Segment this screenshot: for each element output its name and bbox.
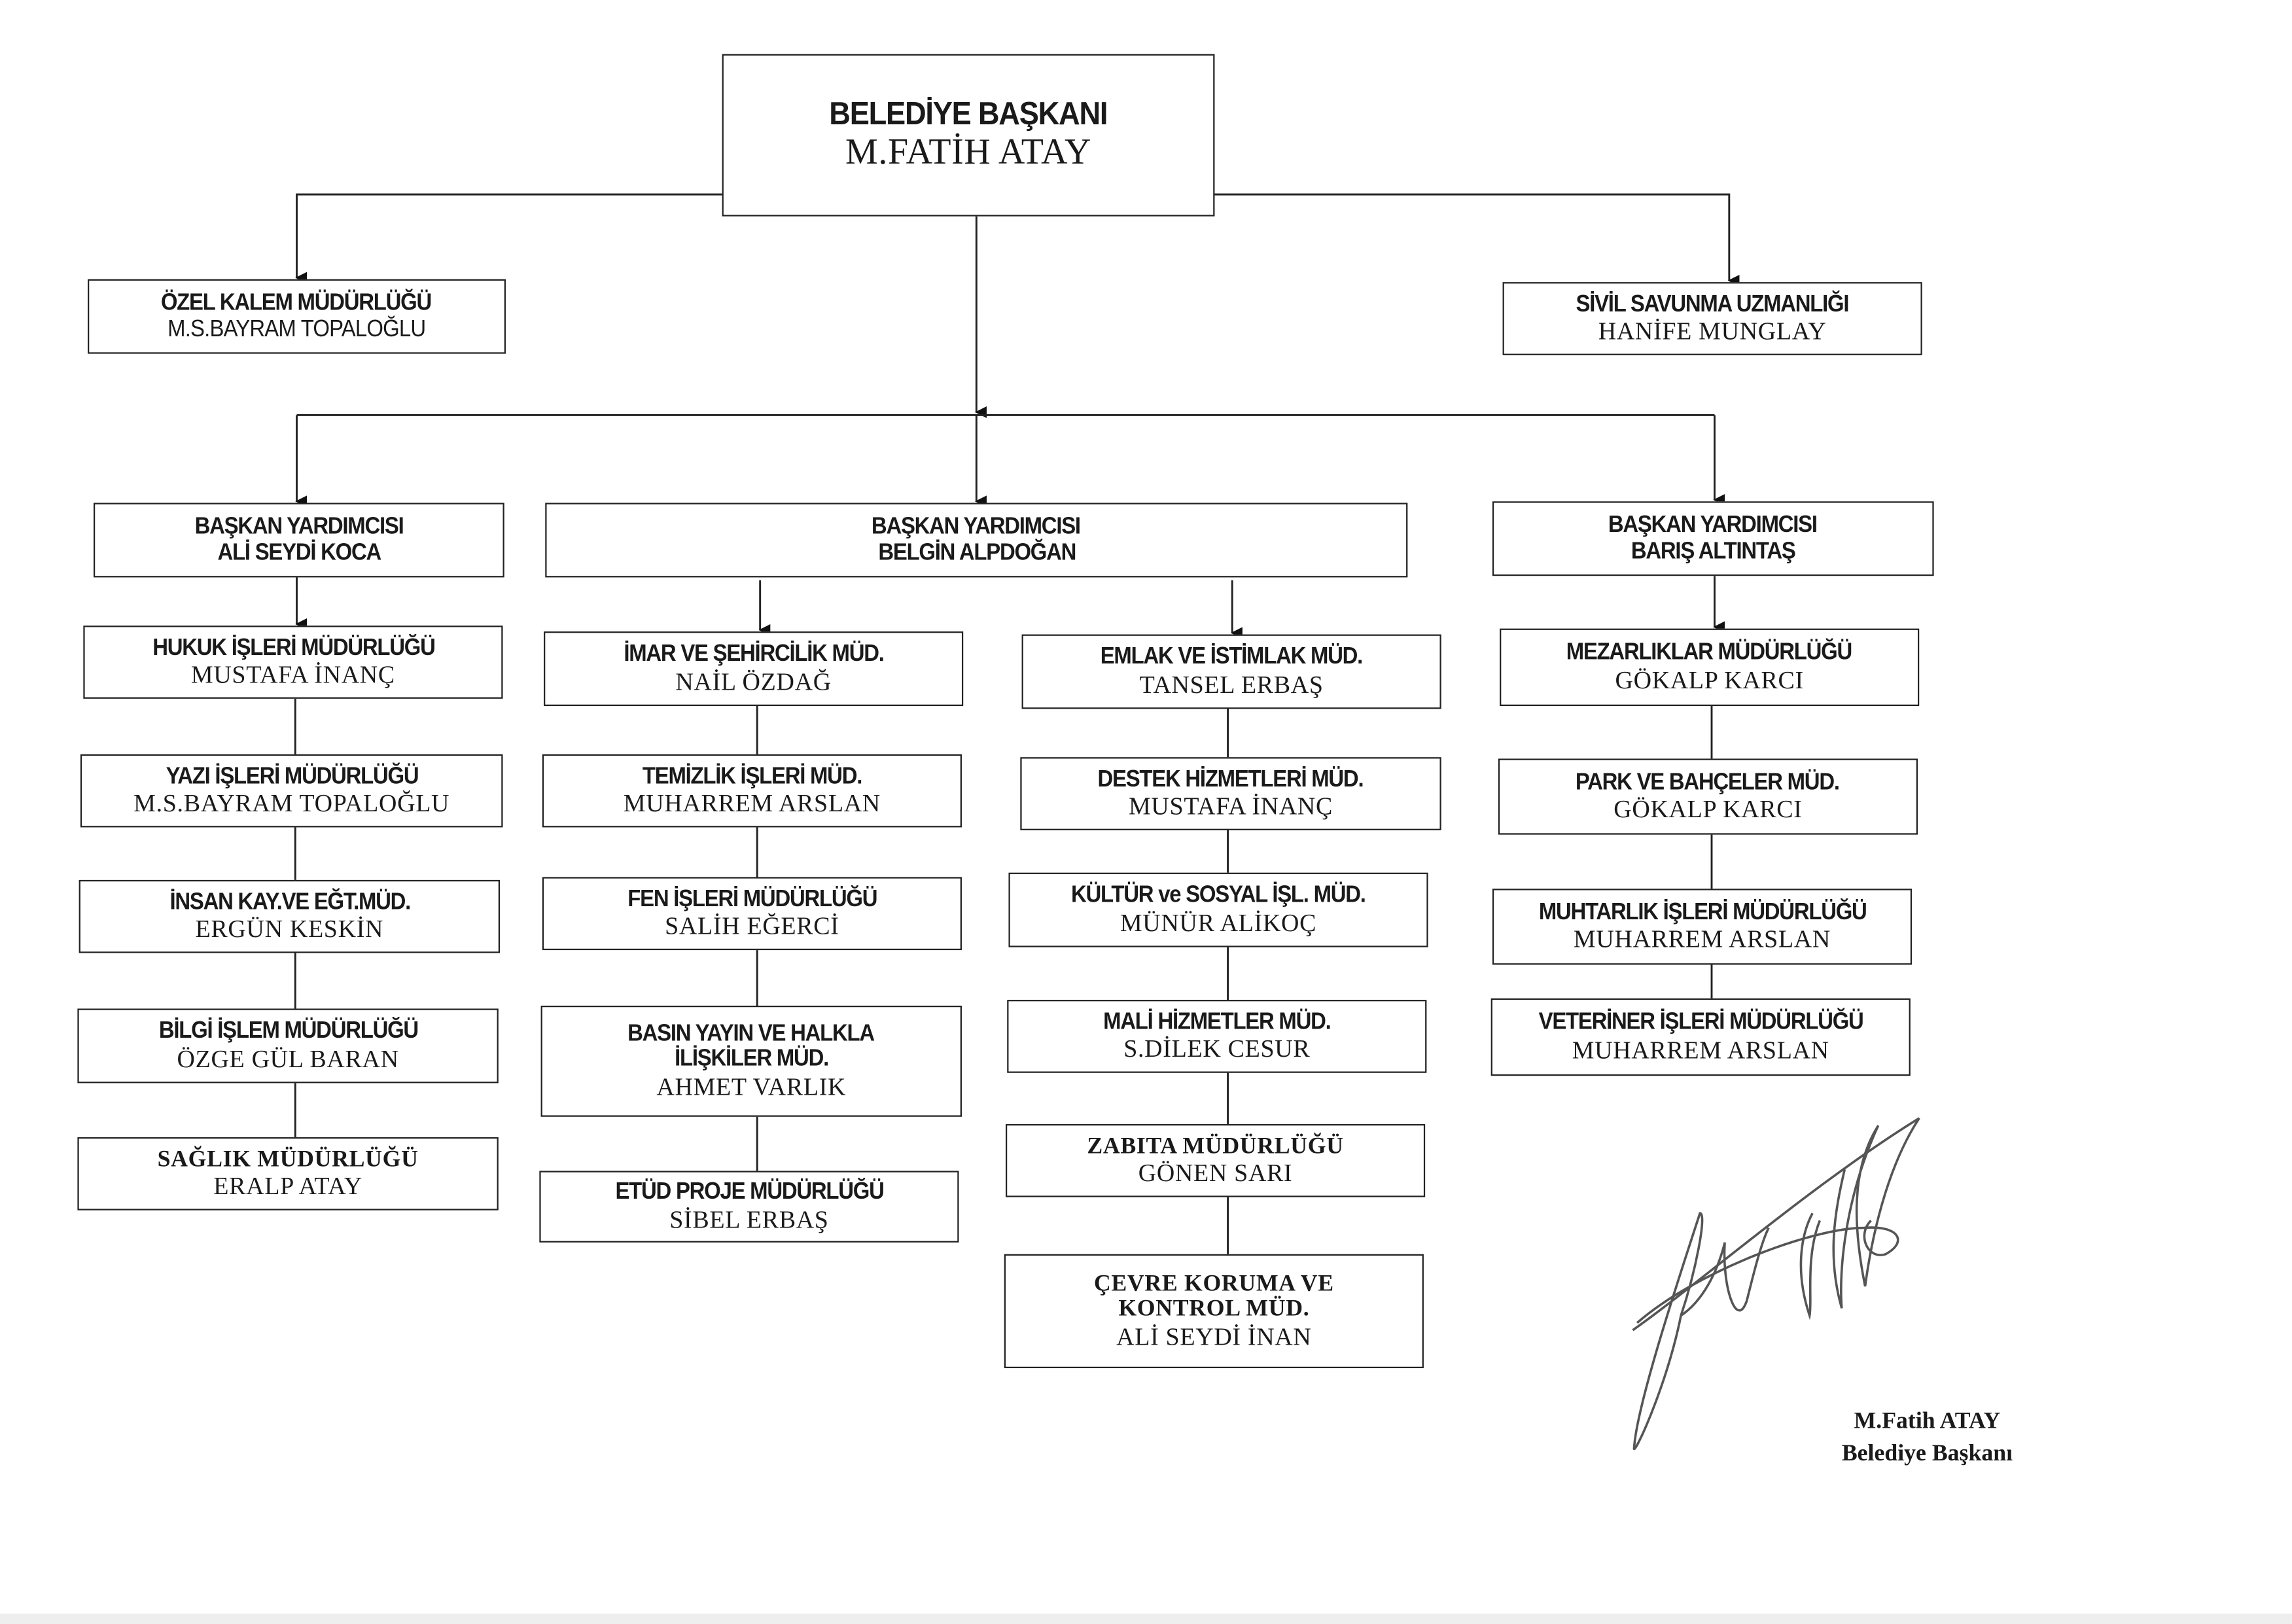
staff-unit-head-name: HANİFE MUNGLAY: [1598, 317, 1827, 346]
department-title: BİLGİ İŞLEM MÜDÜRLÜĞÜ: [158, 1019, 418, 1044]
department-head-name: MUHARREM ARSLAN: [1572, 1036, 1829, 1065]
deputy-title: BAŞKAN YARDIMCISI: [1608, 512, 1818, 538]
department-title: ÇEVRE KORUMA VE: [1093, 1271, 1334, 1296]
department-head-name: ERALP ATAY: [213, 1173, 362, 1201]
signature-block: M.Fatih ATAY Belediye Başkanı: [1842, 1406, 2013, 1469]
department-head-name: S.DİLEK CESUR: [1123, 1035, 1311, 1064]
signatory-name: M.Fatih ATAY: [1854, 1409, 2001, 1434]
department-title: KÜLTÜR ve SOSYAL İŞL. MÜD.: [1071, 883, 1366, 908]
signature: [1632, 1117, 1920, 1451]
department-title: MEZARLIKLAR MÜDÜRLÜĞÜ: [1566, 640, 1854, 665]
scan-edge: [0, 1614, 2292, 1624]
department-box: EMLAK VE İSTİMLAK MÜD.TANSEL ERBAŞ: [1021, 634, 1441, 709]
department-title: YAZI İŞLERİ MÜDÜRLÜĞÜ: [165, 764, 419, 789]
deputy-title-line: ALİ SEYDİ KOCA: [217, 540, 381, 565]
mayor-title: BELEDİYE BAŞKANI: [829, 95, 1108, 132]
department-title: PARK VE BAHÇELER MÜD.: [1576, 769, 1841, 795]
department-box: DESTEK HİZMETLERİ MÜD.MUSTAFA İNANÇ: [1020, 757, 1441, 830]
department-head-name: MUHARREM ARSLAN: [1573, 926, 1831, 954]
department-title: TEMİZLİK İŞLERİ MÜD.: [642, 764, 862, 789]
department-title: İMAR VE ŞEHİRCİLİK MÜD.: [623, 641, 885, 667]
department-title-line: KONTROL MÜD.: [1118, 1297, 1310, 1322]
department-title: ETÜD PROJE MÜDÜRLÜĞÜ: [614, 1179, 884, 1205]
staff-unit-title: ÖZEL KALEM MÜDÜRLÜĞÜ: [161, 290, 432, 315]
department-title: FEN İŞLERİ MÜDÜRLÜĞÜ: [627, 886, 877, 911]
department-title: İNSAN KAY.VE EĞT.MÜD.: [169, 889, 411, 915]
department-title: VETERİNER İŞLERİ MÜDÜRLÜĞÜ: [1538, 1010, 1863, 1035]
staff-unit-title: SİVİL SAVUNMA UZMANLIĞI: [1576, 291, 1850, 317]
department-head-name: MUSTAFA İNANÇ: [190, 661, 395, 690]
department-head-name: GÖNEN SARI: [1138, 1159, 1293, 1188]
staff-unit-head-name: M.S.BAYRAM TOPALOĞLU: [167, 316, 426, 342]
department-head-name: GÖKALP KARCI: [1613, 796, 1803, 824]
signatory-title: Belediye Başkanı: [1841, 1440, 2013, 1466]
department-title: ZABITA MÜDÜRLÜĞÜ: [1087, 1133, 1344, 1159]
department-title: MALİ HİZMETLER MÜD.: [1103, 1009, 1331, 1034]
mayor-name: M.FATİH ATAY: [845, 132, 1092, 173]
department-head-name: SİBEL ERBAŞ: [669, 1205, 829, 1234]
department-head-name: GÖKALP KARCI: [1615, 666, 1804, 695]
department-box: PARK VE BAHÇELER MÜD.GÖKALP KARCI: [1498, 758, 1918, 835]
department-title: DESTEK HİZMETLERİ MÜD.: [1098, 766, 1364, 792]
department-head-name: NAİL ÖZDAĞ: [675, 667, 832, 696]
department-head-name: AHMET VARLIK: [656, 1073, 847, 1102]
deputy-title: BAŞKAN YARDIMCISI: [872, 514, 1082, 539]
department-head-name: ÖZGE GÜL BARAN: [177, 1045, 399, 1073]
department-head-name: M.S.BAYRAM TOPALOĞLU: [133, 790, 450, 818]
department-box: KÜLTÜR ve SOSYAL İŞL. MÜD.MÜNÜR ALİKOÇ: [1008, 872, 1428, 947]
department-title: HUKUK İŞLERİ MÜDÜRLÜĞÜ: [152, 635, 435, 660]
department-head-name: MUHARREM ARSLAN: [623, 790, 881, 818]
department-head-name: SALİH EĞERCİ: [665, 912, 839, 941]
deputy-title: BAŞKAN YARDIMCISI: [194, 514, 404, 539]
department-head-name: TANSEL ERBAŞ: [1139, 671, 1324, 699]
department-head-name: ERGÜN KESKİN: [195, 915, 384, 944]
department-title: MUHTARLIK İŞLERİ MÜDÜRLÜĞÜ: [1538, 900, 1867, 925]
department-box: MALİ HİZMETLER MÜD.S.DİLEK CESUR: [1007, 1000, 1427, 1073]
deputy-title-line: BELGİN ALPDOĞAN: [877, 540, 1076, 565]
department-head-name: MUSTAFA İNANÇ: [1128, 792, 1333, 821]
department-title: BASIN YAYIN VE HALKLA: [627, 1021, 875, 1046]
mayor-box: BELEDİYE BAŞKANI M.FATİH ATAY: [722, 54, 1215, 217]
department-box: İNSAN KAY.VE EĞT.MÜD.ERGÜN KESKİN: [79, 879, 501, 953]
department-title: SAĞLIK MÜDÜRLÜĞÜ: [157, 1146, 419, 1172]
department-title-line: İLİŞKİLER MÜD.: [674, 1047, 829, 1072]
department-title: EMLAK VE İSTİMLAK MÜD.: [1100, 644, 1364, 670]
department-box: İMAR VE ŞEHİRCİLİK MÜD.NAİL ÖZDAĞ: [544, 631, 964, 707]
deputy-title-line: BARIŞ ALTINTAŞ: [1631, 538, 1796, 564]
department-head-name: MÜNÜR ALİKOÇ: [1120, 909, 1317, 937]
department-head-name: ALİ SEYDİ İNAN: [1116, 1323, 1312, 1352]
department-box: TEMİZLİK İŞLERİ MÜD.MUHARREM ARSLAN: [542, 754, 962, 828]
